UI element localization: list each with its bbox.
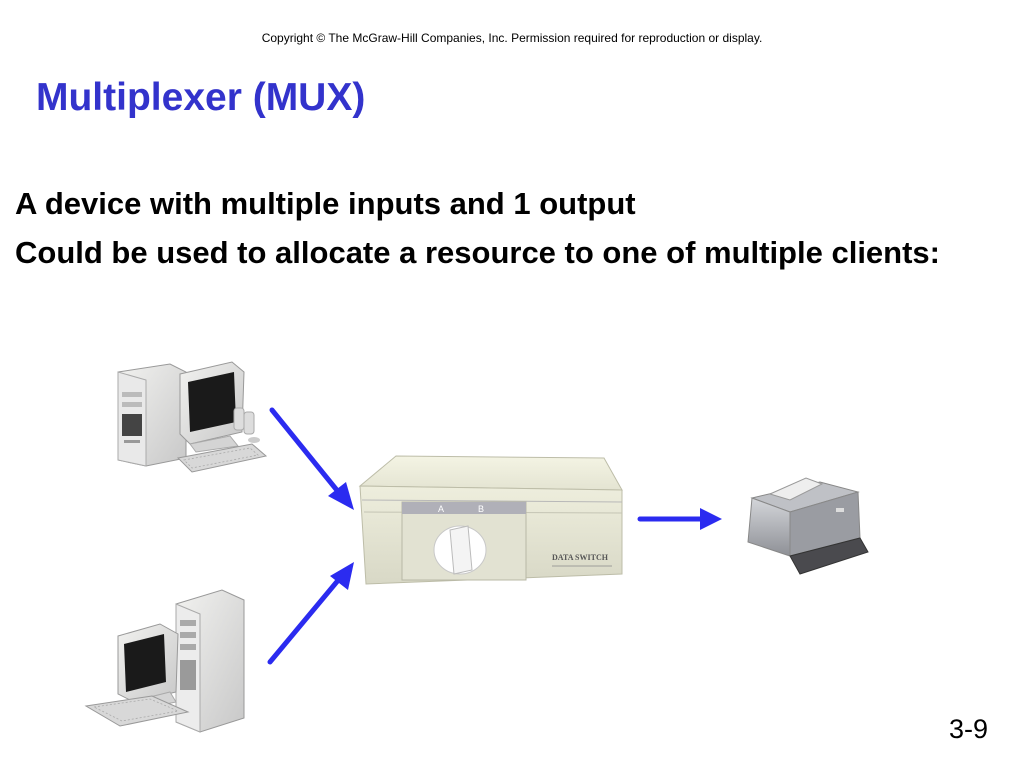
data-switch-box: A B DATA SWITCH	[358, 455, 623, 585]
input-arrow	[267, 562, 354, 665]
page-number: 3-9	[948, 714, 988, 744]
bullet-point-1: A device with multiple inputs and 1 outp…	[15, 186, 636, 221]
switch-position-a: A	[438, 504, 444, 514]
copyright-notice: Copyright © The McGraw-Hill Companies, I…	[261, 31, 763, 45]
desktop-computer-icon	[84, 589, 245, 733]
device-label: DATA SWITCH	[552, 553, 609, 562]
switch-position-b: B	[478, 504, 484, 514]
multiplexer-figure: A B DATA SWITCH	[84, 361, 869, 733]
slide-title: Multiplexer (MUX)	[36, 76, 366, 119]
desktop-computer-icon	[117, 361, 268, 473]
input-arrow	[269, 407, 354, 510]
bullet-point-2: Could be used to allocate a resource to …	[15, 235, 940, 270]
output-arrow	[637, 508, 722, 530]
printer-icon	[747, 477, 869, 575]
